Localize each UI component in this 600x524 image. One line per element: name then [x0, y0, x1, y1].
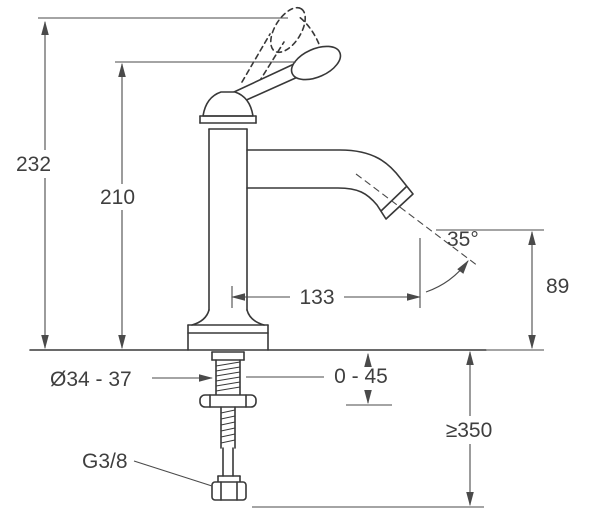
dim-spout-angle: 35°	[355, 173, 479, 293]
label-outlet-height: 89	[546, 275, 569, 298]
spout	[246, 149, 414, 220]
label-spout-angle: 35°	[447, 228, 479, 251]
label-spout-reach: 133	[299, 286, 334, 309]
dim-min-hose-length: ≥350	[252, 350, 493, 508]
label-total-height: 232	[16, 153, 51, 176]
threaded-stud	[220, 406, 236, 449]
spout-outlet-rim	[380, 186, 407, 212]
dim-hole-diameter: Ø34 - 37	[50, 368, 214, 391]
dim-spout-height: 210	[100, 61, 296, 350]
dim-deck-thickness: 0 - 45	[246, 352, 392, 406]
label-hole-diameter: Ø34 - 37	[50, 368, 132, 391]
g38-connector-nut	[211, 475, 247, 501]
body-column	[208, 128, 248, 311]
dim-total-height: 232	[16, 17, 288, 350]
mounting-plate	[199, 394, 257, 408]
supply-hose	[222, 447, 234, 477]
body-dome-cap	[202, 91, 254, 117]
dim-spout-reach: 133	[230, 238, 422, 309]
under-counter-assembly	[199, 351, 257, 501]
label-min-hose-length: ≥350	[446, 419, 493, 442]
dim-thread: G3/8	[82, 450, 213, 487]
base	[187, 309, 269, 351]
dim-outlet-height: 89	[436, 229, 569, 350]
label-deck-thickness: 0 - 45	[334, 365, 388, 388]
body-collar	[199, 115, 257, 130]
threaded-shank	[211, 351, 245, 396]
faucet-body	[187, 45, 414, 351]
label-thread: G3/8	[82, 450, 128, 473]
handle-lever	[233, 45, 342, 103]
label-spout-height: 210	[100, 186, 135, 209]
